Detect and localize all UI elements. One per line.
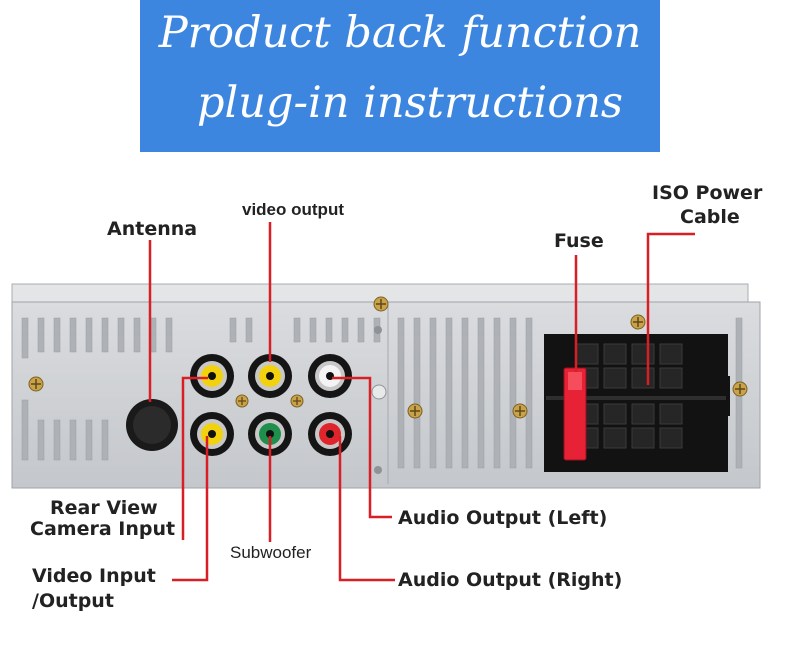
rca-jack-video-output <box>248 354 292 398</box>
screw-icon <box>630 314 646 330</box>
title-line-1: Product back function <box>158 8 642 58</box>
label-iso-power-line-2: Cable <box>680 206 740 228</box>
screw-icon <box>28 376 44 392</box>
label-audio-left: Audio Output (Left) <box>398 507 608 529</box>
pointer-rear-camera <box>181 376 208 540</box>
label-subwoofer: Subwoofer <box>230 543 312 562</box>
title-line-2: plug-in instructions <box>197 78 623 128</box>
pointer-audio-left <box>332 376 392 519</box>
screw-icon <box>373 296 389 312</box>
screw-icon <box>512 403 528 419</box>
mount-hole <box>374 466 382 474</box>
label-rear-view-line-2: Camera Input <box>30 518 176 540</box>
pointer-video-io <box>172 436 209 582</box>
antenna-socket <box>126 399 178 451</box>
rca-jack-rear-camera <box>190 412 234 456</box>
rca-jack-audio-left <box>308 354 352 398</box>
mount-hole <box>374 326 382 334</box>
fuse-icon <box>563 367 587 461</box>
screw-icon <box>407 403 423 419</box>
pointer-lines <box>148 222 695 582</box>
label-fuse: Fuse <box>554 230 604 252</box>
pointer-iso-power <box>646 232 695 385</box>
label-video-output: video output <box>242 200 344 219</box>
screw-icon <box>732 381 748 397</box>
label-iso-power-line-1: ISO Power <box>652 182 763 204</box>
pointer-audio-right <box>338 436 395 582</box>
screw-icon <box>235 394 249 408</box>
label-rear-view-line-1: Rear View <box>50 497 158 519</box>
label-video-io-line-2: /Output <box>32 590 114 612</box>
rca-jack-subwoofer <box>248 412 292 456</box>
label-video-io-line-1: Video Input <box>32 565 156 587</box>
rca-jack-audio-right <box>308 412 352 456</box>
mount-hole <box>371 384 387 400</box>
label-antenna: Antenna <box>107 218 198 240</box>
title-banner: Product back function plug-in instructio… <box>140 0 660 152</box>
label-audio-right: Audio Output (Right) <box>398 569 623 591</box>
rca-jack-video-io <box>190 354 234 398</box>
screw-icon <box>290 394 304 408</box>
